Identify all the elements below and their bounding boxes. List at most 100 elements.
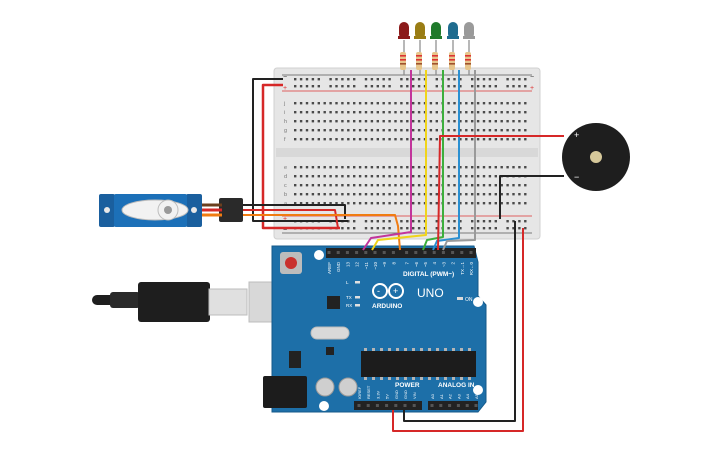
rail-hole [353,78,356,81]
breadboard-hole [311,138,315,141]
chip-leg [420,348,423,351]
rail-hole [353,85,356,88]
breadboard-hole [394,111,397,114]
servo-motor[interactable] [99,194,243,227]
breadboard-hole [394,138,397,141]
breadboard-hole [329,166,332,169]
rail-hole [518,220,521,223]
digital-pin-label: ~11 [364,262,369,270]
header-pin [364,251,368,254]
breadboard-hole [447,166,450,169]
white-led[interactable] [464,22,474,39]
breadboard-hole [400,193,403,196]
rail-hole [482,78,486,81]
breadboard-hole [382,202,385,205]
resistor-band [416,59,422,61]
breadboard-hole [394,120,397,123]
breadboard-hole [488,129,492,132]
mount-hole-3 [473,385,483,395]
yellow-led[interactable] [415,22,425,39]
breadboard-hole [323,138,326,141]
resistor[interactable] [465,52,471,70]
breadboard-hole [294,120,297,123]
chip-leg [444,377,447,380]
breadboard-hole [311,120,315,123]
breadboard-hole [465,102,468,105]
header-pin [327,251,331,254]
header-pin [439,404,443,407]
digital-header [326,248,476,258]
rail-hole [506,78,509,81]
breadboard-hole [382,193,385,196]
breadboard-hole [417,175,421,178]
rail-hole [376,85,379,88]
breadboard-hole [400,102,403,105]
breadboard-hole [476,138,480,141]
breadboard-hole [358,193,362,196]
rail-hole [417,85,421,88]
wire-rail-red-left [261,83,340,230]
breadboard-hole [518,138,521,141]
breadboard-hole [406,102,409,105]
breadboard-hole [471,175,474,178]
green-led[interactable] [431,22,441,39]
breadboard-hole [394,166,397,169]
breadboard-hole [364,111,368,114]
chip-leg [412,377,415,380]
resistor[interactable] [400,52,406,70]
breadboard-hole [494,138,497,141]
breadboard-hole [488,102,492,105]
breadboard-hole [400,138,403,141]
row-letter: i [284,110,285,116]
blue-led[interactable] [448,22,458,39]
piezo-buzzer[interactable]: + − [562,123,630,191]
resistor[interactable] [432,52,438,70]
breadboard-hole [382,129,385,132]
breadboard-hole [412,184,415,187]
breadboard-hole [406,184,409,187]
rail-hole [294,85,297,88]
resistor[interactable] [416,52,422,70]
breadboard-hole [311,202,315,205]
chip-leg [436,377,439,380]
breadboard-hole [482,184,486,187]
breadboard-hole [406,193,409,196]
rail-hole [329,78,332,81]
header-pin [423,251,427,254]
breadboard-hole [382,166,385,169]
servo-screw-left [104,207,110,213]
breadboard-hole [329,120,332,123]
resistor-band [449,55,455,57]
breadboard-hole [323,120,326,123]
breadboard-hole [370,193,374,196]
resistor[interactable] [449,52,455,70]
breadboard-hole [435,102,438,105]
chip-leg [468,348,471,351]
rail-hole [406,227,409,230]
breadboard-hole [382,111,385,114]
breadboard-hole [305,184,309,187]
digital-pin-label: 2 [451,262,456,265]
breadboard-hole [364,166,368,169]
rail-hole [512,78,515,81]
breadboard-hole [435,129,438,132]
servo-connector [219,198,243,222]
chip-leg [460,348,463,351]
status-label: TX [346,295,352,300]
digital-label: DIGITAL (PWM~) [403,271,454,278]
breadboard-hole [412,202,415,205]
resistor-band [400,59,406,61]
rail-hole [364,220,368,223]
breadboard-hole [400,175,403,178]
breadboard-hole [358,184,362,187]
breadboard-hole [524,111,527,114]
breadboard-hole [435,202,438,205]
breadboard-hole [347,111,350,114]
small-chip [326,347,334,355]
digital-pin-label: GND [336,261,341,272]
red-led[interactable] [399,22,409,39]
rail-hole [435,220,438,223]
breadboard-hole [476,202,480,205]
reset-button-cap [285,257,297,269]
